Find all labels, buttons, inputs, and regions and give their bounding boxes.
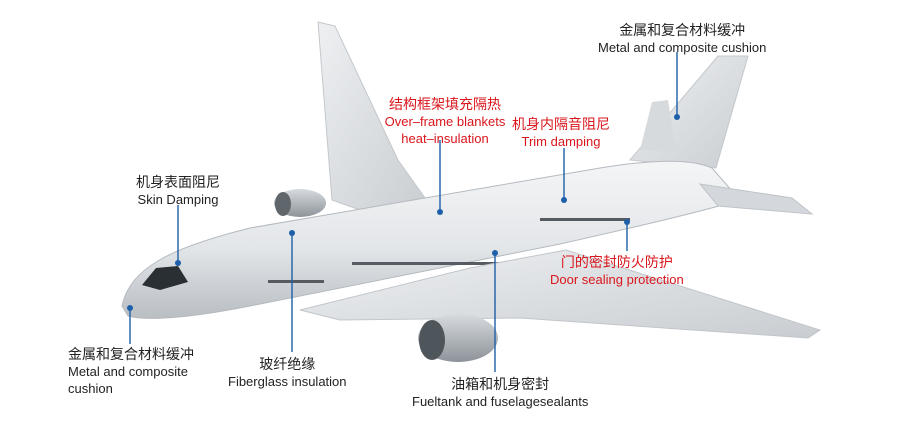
vertical-stabilizer: [628, 55, 749, 169]
callout-blankets: 结构框架填充隔热 Over–frame blankets heat–insula…: [384, 96, 506, 146]
callout-fueltank: 油箱和机身密封 Fueltank and fuselagesealants: [412, 376, 589, 409]
near-wing: [299, 249, 822, 339]
window-row: [268, 218, 630, 283]
near-stabilizer: [698, 183, 814, 215]
callout-tail: 金属和复合材料缓冲 Metal and composite cushion: [598, 22, 767, 55]
callout-fiberglass: 玻纤绝缘 Fiberglass insulation: [228, 356, 347, 389]
cockpit-windows: [142, 266, 188, 290]
callout-trim: 机身内隔音阻尼 Trim damping: [512, 116, 610, 149]
callout-skin: 机身表面阻尼 Skin Damping: [136, 174, 220, 207]
callout-door: 门的密封防火防护 Door sealing protection: [550, 254, 684, 287]
far-stabilizer: [640, 100, 676, 152]
callout-nose: 金属和复合材料缓冲 Metal and composite cushion: [68, 346, 194, 396]
